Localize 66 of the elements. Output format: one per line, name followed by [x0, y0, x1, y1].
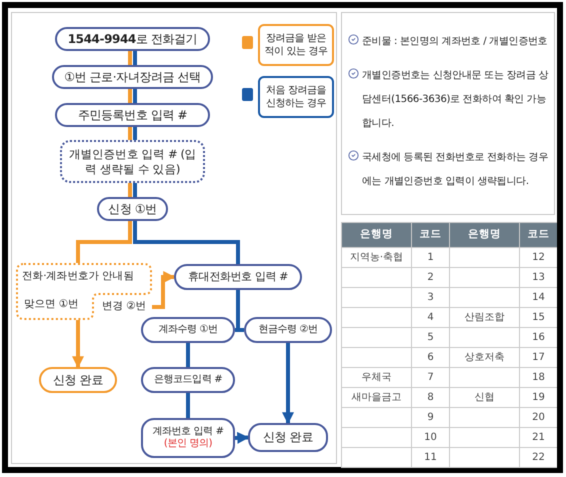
column-header: 은행명	[450, 223, 519, 247]
arrow	[152, 271, 176, 309]
bank-name: 신협	[450, 388, 519, 407]
column-header: 은행명	[342, 223, 411, 247]
process-box: 계좌번호 입력 # (본인 명의)	[141, 418, 235, 458]
legend-text: 장려금을 받은 적이 있는 경우	[258, 24, 334, 66]
end-box: 신청 완료	[39, 367, 117, 393]
process-box: 계좌수령 ①번	[141, 317, 235, 343]
bank-name: 우체국	[342, 368, 411, 387]
bank-code: 16	[520, 328, 557, 347]
bank-name: 지역농·축협	[342, 248, 411, 267]
bank-code: 7	[412, 368, 449, 387]
connector-line	[76, 221, 132, 263]
connector-line	[186, 393, 190, 418]
bank-name: 새마을금고	[342, 388, 411, 407]
connector-line	[133, 183, 137, 197]
connector-line	[128, 51, 132, 65]
process-box: 은행코드입력 #	[141, 367, 235, 393]
bank-code: 15	[520, 308, 557, 327]
bank-code: 3	[412, 288, 449, 307]
bank-code: 5	[412, 328, 449, 347]
connector-line	[128, 183, 132, 197]
connector-line	[133, 127, 137, 140]
bank-code: 10	[412, 428, 449, 447]
optional-step-box: 개별인증번호 입력 # (입력 생략될 수 있음)	[60, 140, 205, 183]
bank-name: 산림조합	[450, 308, 519, 327]
bank-code: 9	[412, 408, 449, 427]
process-box: 현금수령 ②번	[244, 317, 332, 343]
step-text: 변경 ②번	[96, 296, 152, 318]
arrow	[282, 343, 294, 424]
bank-code: 19	[520, 388, 557, 407]
bank-code: 4	[412, 308, 449, 327]
column-header: 코드	[520, 223, 557, 247]
bank-code: 17	[520, 348, 557, 367]
connector-line	[133, 89, 137, 103]
connector-line	[186, 343, 190, 367]
bank-code: 12	[520, 248, 557, 267]
bank-code: 22	[520, 448, 557, 467]
arrow	[72, 320, 84, 368]
bank-code: 14	[520, 288, 557, 307]
bank-code: 8	[412, 388, 449, 407]
process-box: ①번 근로·자녀장려금 선택	[52, 65, 213, 89]
process-box: 휴대전화번호 입력 #	[174, 264, 302, 290]
bank-code: 6	[412, 348, 449, 367]
bank-code: 20	[520, 408, 557, 427]
bank-code: 18	[520, 368, 557, 387]
note-text: 개별인증번호는 신청안내문 또는 장려금 상담센터(1566-3636)로 전화하여 확인 가능합니다.	[362, 69, 550, 131]
process-box: 1544-9944로 전화걸기	[55, 27, 210, 51]
arrow	[234, 432, 250, 444]
bank-code: 13	[520, 268, 557, 287]
process-box: 신청 완료	[248, 423, 328, 452]
column-header: 코드	[412, 223, 449, 247]
bank-name: 상호저축	[450, 348, 519, 367]
note-text: 준비물 : 본인명의 계좌번호 / 개별인증번호	[362, 35, 548, 49]
legend-text: 처음 장려금을 신청하는 경우	[258, 76, 334, 118]
bank-code: 21	[520, 428, 557, 447]
process-box: 주민등록번호 입력 #	[55, 103, 210, 127]
connector-line	[133, 51, 137, 65]
connector-line	[133, 221, 240, 264]
bank-code: 1	[412, 248, 449, 267]
bank-code: 2	[412, 268, 449, 287]
process-box: 신청 ①번	[97, 197, 168, 221]
connector-line	[128, 89, 132, 103]
connector-line	[128, 127, 132, 140]
note-text: 국세청에 등록된 전화번호로 전화하는 경우에는 개별인증번호 입력이 생략됩니다.	[362, 151, 550, 189]
bank-code: 11	[412, 448, 449, 467]
